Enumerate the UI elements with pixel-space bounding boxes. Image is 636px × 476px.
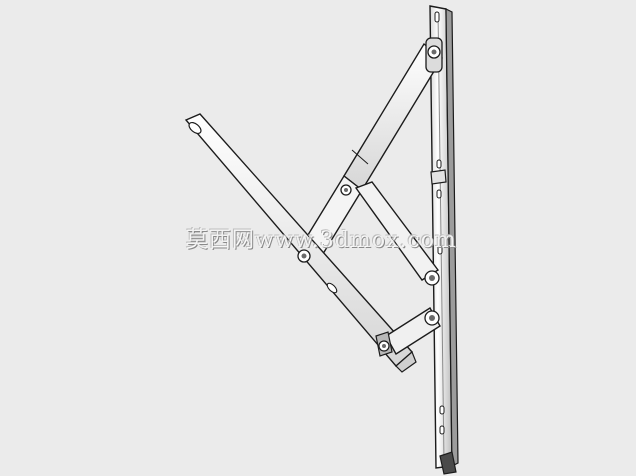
- site-watermark: 莫西网www.3dmox.com: [186, 228, 457, 253]
- pivot-rivet: [424, 270, 440, 286]
- pivot-rivet: [340, 184, 352, 196]
- track-end-cap: [439, 451, 457, 475]
- pivot-rivet: [427, 45, 441, 59]
- pivot-rivet: [424, 310, 440, 326]
- pivot-rivet: [297, 249, 311, 263]
- slider-shoe: [430, 169, 447, 185]
- sash-arm: [184, 113, 417, 373]
- vertical-track: [429, 5, 459, 475]
- pivot-rivet: [378, 340, 390, 352]
- track-slot: [434, 11, 445, 435]
- cross-link: [354, 181, 440, 281]
